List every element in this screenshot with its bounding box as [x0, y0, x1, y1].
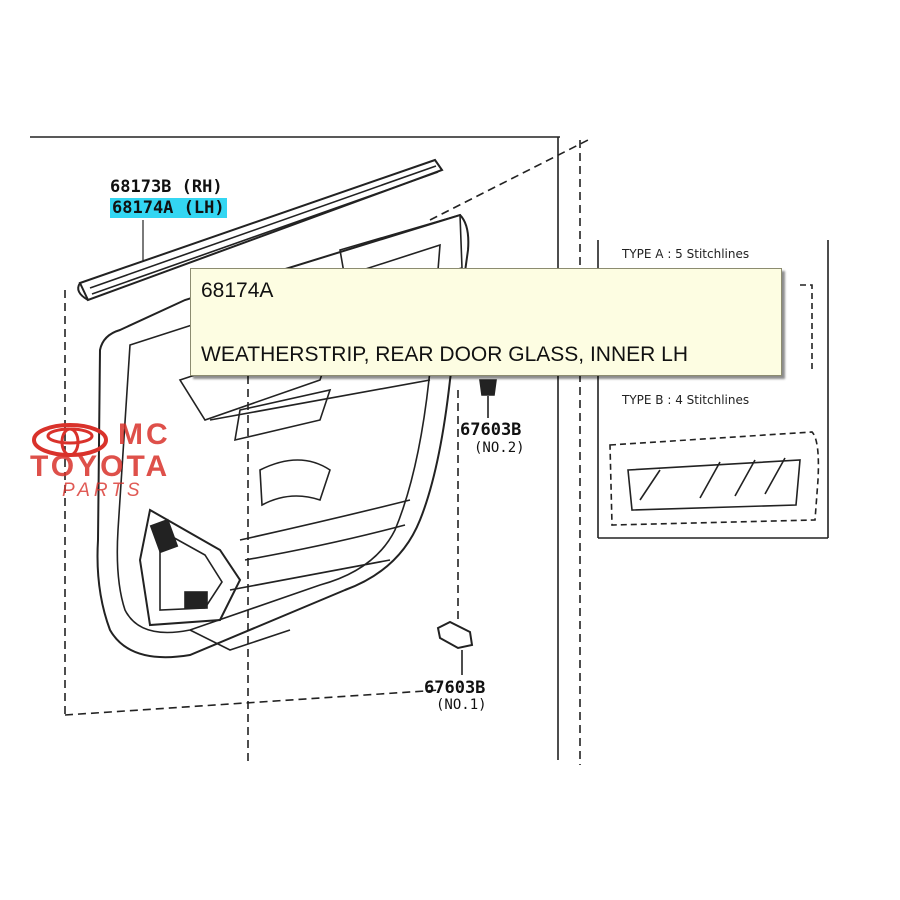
clip-no2-shape [479, 379, 497, 418]
watermark-toyota: TOYOTA [30, 450, 171, 483]
part-number-68173b-rh[interactable]: 68173B (RH) [110, 177, 223, 197]
part-sub-label-no1: (NO.1) [436, 697, 487, 713]
type-b-label: TYPE B : 4 Stitchlines [622, 393, 750, 407]
highlighted-part-label: 68174A (LH) [110, 198, 227, 218]
tooltip-part-description: WEATHERSTRIP, REAR DOOR GLASS, INNER LH [201, 343, 688, 366]
watermark-parts: PARTS [62, 480, 144, 501]
part-sub-label-no2: (NO.2) [474, 440, 525, 456]
part-number-67603b-no2[interactable]: 67603B [460, 420, 522, 440]
tooltip-part-code: 68174A [201, 279, 274, 302]
part-number-68174a-lh[interactable]: 68174A (LH) [110, 198, 227, 218]
mc-toyota-parts-watermark: MC TOYOTA PARTS [28, 418, 228, 508]
part-tooltip: 68174A WEATHERSTRIP, REAR DOOR GLASS, IN… [190, 268, 782, 376]
toyota-logo-icon [32, 423, 108, 457]
clip-no1-shape [436, 620, 474, 675]
weatherstrip-shape [77, 158, 444, 302]
part-number-67603b-no1[interactable]: 67603B [424, 678, 486, 698]
watermark-mc: MC [118, 418, 171, 451]
type-a-label: TYPE A : 5 Stitchlines [622, 247, 750, 261]
